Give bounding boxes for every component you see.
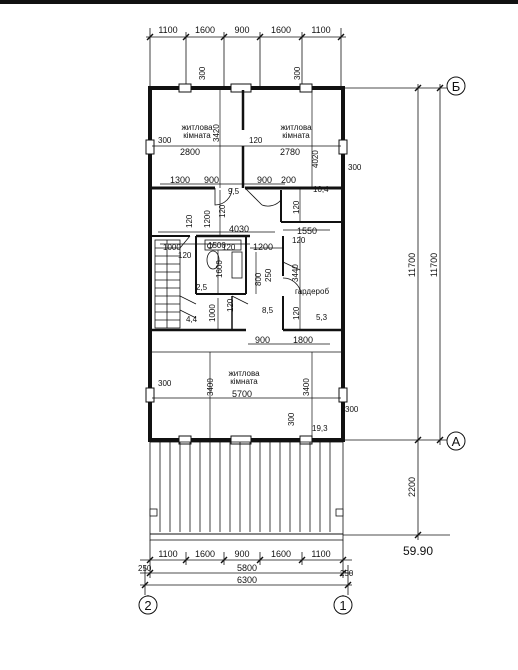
dim-120-f: 120	[178, 251, 192, 260]
dim-900-b: 900	[257, 175, 272, 185]
room-living-top-right-2: кімната	[282, 131, 310, 140]
dim-4030: 4030	[229, 224, 249, 234]
dim-2780: 2780	[280, 147, 300, 157]
dim-120-a: 120	[249, 136, 263, 145]
area-wardrobe: 5,3	[316, 313, 328, 322]
dim-300-a: 300	[198, 66, 207, 80]
dim-1000-b: 1000	[208, 304, 217, 322]
area-landing: 4,4	[186, 315, 198, 324]
axis-2-marker: 2	[138, 595, 158, 615]
room-living-bottom-1: житлова	[228, 369, 260, 378]
dim-120-b: 120	[185, 214, 194, 228]
dim-1000-a: 1000	[163, 243, 181, 252]
dim-200: 200	[281, 175, 296, 185]
dim-2800: 2800	[180, 147, 200, 157]
bottom-dim-4: 1600	[271, 549, 291, 559]
area-stair: 2,5	[196, 283, 208, 292]
bottom-dim-1: 1100	[158, 549, 177, 559]
axis-b-label: Б	[452, 79, 461, 94]
windows-top	[178, 83, 313, 93]
dim-300-g: 300	[287, 412, 296, 426]
dim-120-c: 120	[218, 204, 227, 218]
dim-300-b: 300	[293, 66, 302, 80]
right-dimensions	[343, 84, 450, 540]
dim-1550: 1550	[297, 226, 317, 236]
dim-3400-left: 3400	[206, 378, 215, 396]
dim-1800: 1800	[293, 335, 313, 345]
interior-walls	[152, 90, 341, 353]
dim-120-g: 120	[222, 243, 236, 252]
bottom-dim-2: 1600	[195, 549, 215, 559]
dim-3440: 3440	[291, 264, 300, 282]
dim-120-i: 120	[292, 306, 301, 320]
dim-120-d: 120	[292, 200, 301, 214]
dim-1600: 1600	[215, 260, 224, 278]
dim-300-d: 300	[348, 163, 362, 172]
top-dim-5: 1100	[311, 25, 330, 35]
top-dim-1: 1100	[158, 25, 177, 35]
door-swings	[179, 187, 302, 305]
bottom-overall: 5800	[237, 563, 257, 573]
dim-800: 800	[254, 272, 263, 286]
dim-300-e: 300	[158, 379, 172, 388]
top-dim-3: 900	[234, 25, 249, 35]
area-hall-small: 9,5	[228, 187, 240, 196]
dim-1200-b: 1200	[253, 242, 273, 252]
dim-5700: 5700	[232, 389, 252, 399]
area-room-right: 10,4	[313, 185, 329, 194]
dim-250: 250	[264, 268, 273, 282]
staircase	[154, 239, 197, 329]
axis-a-marker: А	[446, 431, 466, 451]
top-border	[0, 0, 518, 4]
bottom-edge-right: 250	[340, 569, 354, 578]
total-area: 59.90	[403, 544, 433, 558]
dim-300-f: 300	[345, 405, 359, 414]
room-living-top-right-1: житлова	[280, 123, 312, 132]
dim-900-c: 900	[255, 335, 270, 345]
dim-120-e: 120	[292, 236, 306, 245]
dim-3400-right: 3400	[302, 378, 311, 396]
dim-2200: 2200	[407, 477, 417, 497]
dim-1200-a: 1200	[203, 210, 212, 228]
bottom-total: 6300	[237, 575, 257, 585]
top-dimension-chain	[146, 28, 346, 90]
dim-900-a: 900	[204, 175, 219, 185]
windows-bottom	[178, 435, 313, 445]
axis-a-label: А	[452, 434, 461, 449]
porch-boards	[159, 442, 331, 532]
bottom-edge-left: 250	[138, 564, 152, 573]
area-porch: 19,3	[312, 424, 328, 433]
dim-4020: 4020	[311, 150, 320, 168]
dim-3420: 3420	[212, 124, 221, 142]
dim-120-h: 120	[226, 298, 235, 312]
bottom-dim-5: 1100	[311, 549, 330, 559]
top-dim-2: 1600	[195, 25, 215, 35]
axis-2-label: 2	[144, 598, 151, 613]
dim-11700-outer: 11700	[429, 253, 439, 277]
windows-side	[145, 139, 348, 403]
bathroom-fixtures	[204, 239, 243, 279]
room-living-top-left-2: кімната	[183, 131, 211, 140]
interior-dimension-lines	[152, 90, 341, 438]
room-living-top-left-1: житлова	[181, 123, 213, 132]
dim-11700-inner: 11700	[407, 253, 417, 277]
axis-b-marker: Б	[446, 76, 466, 96]
axis-1-marker: 1	[333, 595, 353, 615]
porch	[149, 441, 344, 541]
dim-1500: 1500	[208, 241, 226, 250]
top-dim-4: 1600	[271, 25, 291, 35]
room-living-bottom-2: кімната	[230, 377, 258, 386]
dim-300-c: 300	[158, 136, 172, 145]
area-corridor: 8,5	[262, 306, 274, 315]
axis-1-label: 1	[339, 598, 346, 613]
bottom-dim-3: 900	[234, 549, 249, 559]
room-wardrobe: гардероб	[295, 287, 329, 296]
dim-1300: 1300	[170, 175, 190, 185]
